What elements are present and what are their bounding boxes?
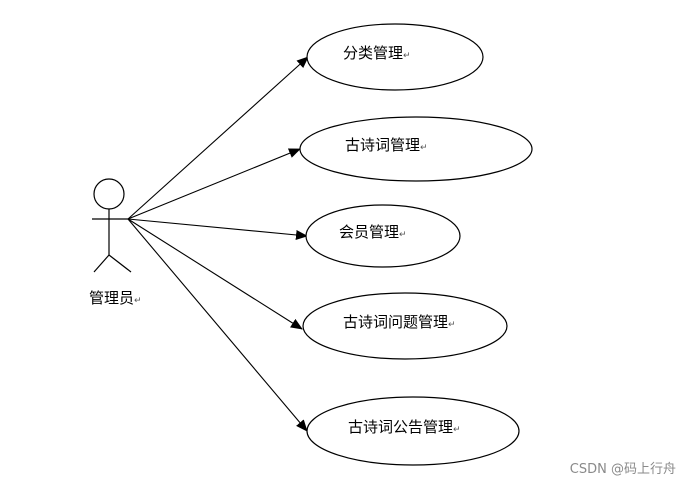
association-line-2 [127, 148, 301, 220]
use-case-ellipse [302, 292, 508, 360]
use-case-label: 分类管理↵ [343, 44, 411, 62]
watermark: CSDN @码上行舟 [569, 462, 676, 477]
use-case-label: 古诗词公告管理↵ [348, 418, 461, 436]
actor-head [93, 178, 125, 210]
actor-right-leg [108, 254, 132, 273]
use-case-5: 古诗词公告管理↵ [306, 396, 520, 466]
paragraph-mark: ↵ [134, 296, 142, 306]
actor-left-leg [93, 254, 110, 273]
use-case-ellipse [305, 204, 461, 268]
use-case-ellipse [299, 116, 533, 182]
association-line-4 [127, 218, 303, 330]
use-case-2: 古诗词管理↵ [299, 116, 533, 182]
paragraph-mark: ↵ [399, 230, 407, 240]
association-line-1 [127, 56, 309, 220]
use-case-label: 古诗词管理↵ [345, 136, 428, 154]
use-case-label: 古诗词问题管理↵ [343, 313, 456, 331]
use-case-ellipse [306, 23, 484, 91]
use-case-ellipse [306, 396, 520, 466]
association-line-3 [127, 218, 308, 240]
actor-label: 管理员↵ [89, 289, 142, 307]
associations [127, 56, 309, 432]
paragraph-mark: ↵ [403, 51, 411, 61]
use-case-3: 会员管理↵ [305, 204, 461, 268]
use-case-1: 分类管理↵ [306, 23, 484, 91]
association-line-5 [127, 218, 308, 432]
use-case-4: 古诗词问题管理↵ [302, 292, 508, 360]
paragraph-mark: ↵ [420, 143, 428, 153]
actor-stick-figure [92, 178, 132, 273]
paragraph-mark: ↵ [448, 320, 456, 330]
paragraph-mark: ↵ [453, 425, 461, 435]
use-case-label: 会员管理↵ [339, 223, 407, 241]
